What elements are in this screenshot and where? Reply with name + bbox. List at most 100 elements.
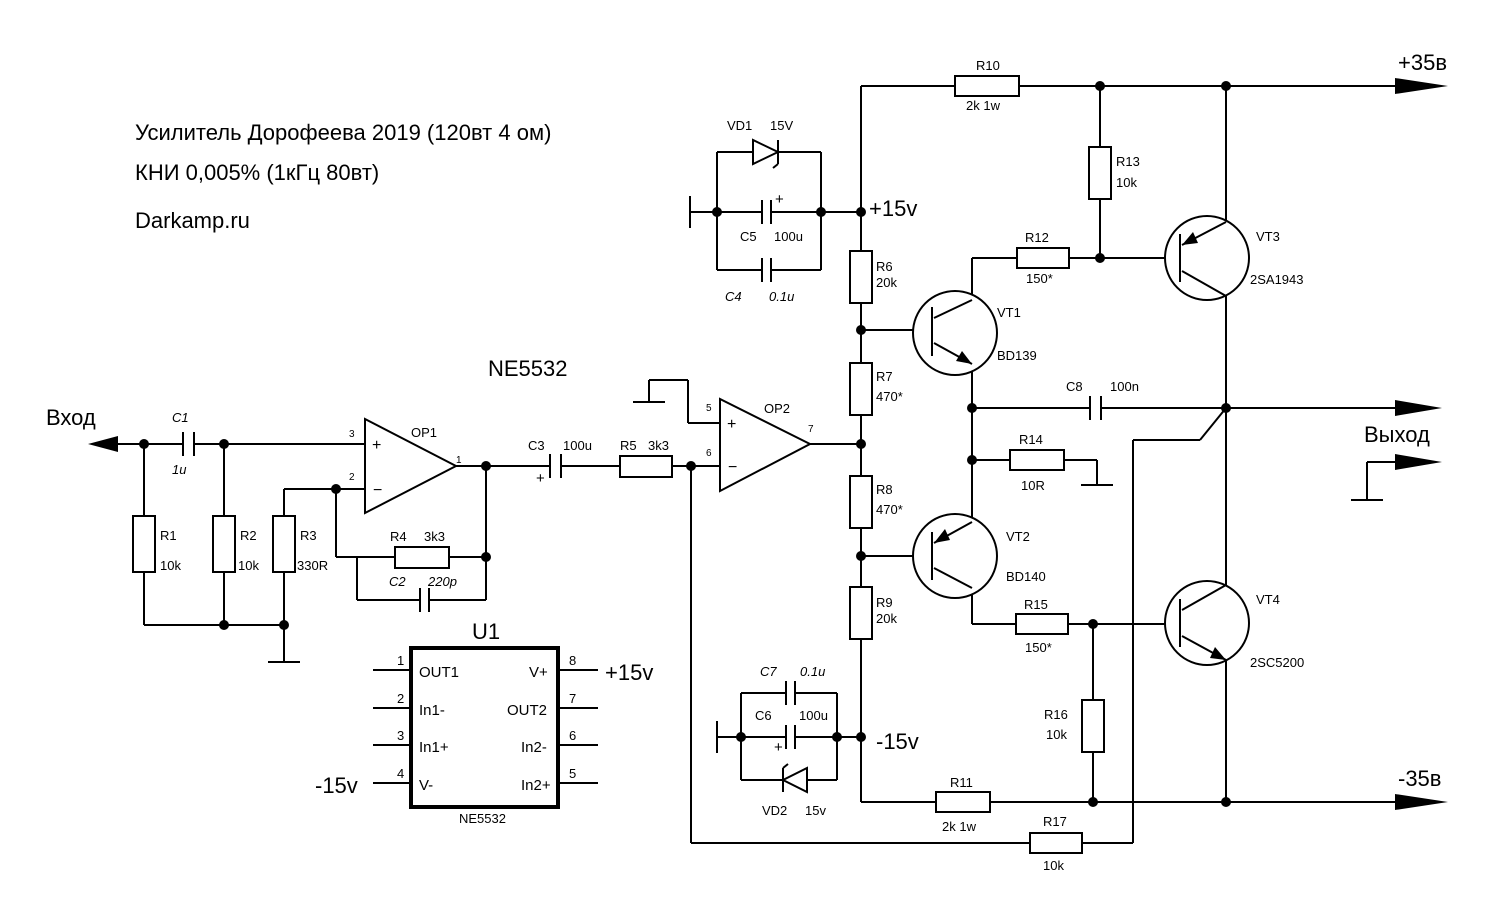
u1-pin-name-8: V+ [529,664,548,681]
u1-pin-num-8: 8 [569,653,576,668]
c1-value: 1u [172,462,186,477]
header: Усилитель Дорофеева 2019 (120вт 4 ом) КН… [135,120,568,381]
u1-pin-name-6: In2- [521,739,547,756]
u1-pin-num-3: 3 [397,728,404,743]
opamp-op2: + − [719,397,813,493]
r3-ref: R3 [300,528,317,543]
vneg15-label: -15v [876,729,919,754]
vd1-ref: VD1 [727,118,752,133]
c5-value: 100u [774,229,803,244]
vpos35-arrow-icon [1395,78,1448,94]
r10-ref: R10 [976,58,1000,73]
r7-ref: R7 [876,369,893,384]
junction-dots [139,81,1231,807]
resistor-r1 [132,515,156,573]
schematic-title: Усилитель Дорофеева 2019 (120вт 4 ом) [135,120,551,145]
vd2-ref: VD2 [762,803,787,818]
op1-pin-minus: 2 [349,472,355,483]
grounds [268,196,1383,753]
vd2-value: 15v [805,803,826,818]
resistor-r5 [619,455,673,478]
vt2-ref: VT2 [1006,529,1030,544]
resistors [132,75,1112,854]
u1-supply-neg: -15v [315,773,358,798]
vt3-value: 2SA1943 [1250,272,1304,287]
c8-ref: C8 [1066,379,1083,394]
r2-ref: R2 [240,528,257,543]
resistor-r15 [1015,613,1069,635]
r5-ref: R5 [620,438,637,453]
vt2-value: BD140 [1006,569,1046,584]
port-labels: Вход Выход +35в -35в +15v -15v [46,50,1447,791]
vt3-ref: VT3 [1256,229,1280,244]
r9-value: 20k [876,611,897,626]
resistor-r8 [849,475,873,529]
vneg35-label: -35в [1398,766,1441,791]
op2-pin-minus: 6 [706,448,712,459]
resistor-r6 [849,250,873,304]
r15-ref: R15 [1024,597,1048,612]
website-label: Darkamp.ru [135,208,250,233]
r2-value: 10k [238,558,259,573]
c7-ref: C7 [760,664,777,679]
output-arrow-icon [1395,400,1442,416]
resistor-r10 [954,75,1020,97]
c2-ref: C2 [389,574,406,589]
resistor-r11 [935,791,991,813]
c3-value: 100u [563,438,592,453]
op2-plus-sign: + [727,416,736,433]
c5-polarity: + [775,191,784,208]
u1-pinout: U1 NE5532 1 OUT1 2 In1- 3 In1+ 4 V- 8 V+… [315,619,653,826]
c6-value: 100u [799,708,828,723]
resistor-r14 [1009,449,1065,471]
c3-polarity: + [536,470,545,487]
c8-value: 100n [1110,379,1139,394]
transistor-vt1 [912,290,998,376]
u1-pin-num-6: 6 [569,728,576,743]
r16-ref: R16 [1044,707,1068,722]
r8-value: 470* [876,502,903,517]
r1-value: 10k [160,558,181,573]
output-ground-arrow-icon [1395,454,1442,470]
u1-pin-name-2: In1- [419,702,445,719]
r4-ref: R4 [390,529,407,544]
r12-ref: R12 [1025,230,1049,245]
capacitor-c5 [761,200,772,224]
vt4-ref: VT4 [1256,592,1280,607]
u1-package [409,646,560,809]
resistor-r12 [1016,247,1070,269]
r1-ref: R1 [160,528,177,543]
u1-part: NE5532 [459,811,506,826]
capacitor-c4 [761,258,772,282]
r17-ref: R17 [1043,814,1067,829]
transistor-vt4 [1164,580,1250,666]
capacitor-c2 [419,588,430,612]
op1-pin-out: 1 [456,455,462,466]
arrows [88,78,1448,810]
r7-value: 470* [876,389,903,404]
u1-pin-name-5: In2+ [521,777,551,794]
u1-pin-num-1: 1 [397,653,404,668]
resistor-r2 [212,515,236,573]
u1-pin-num-4: 4 [397,766,404,781]
r6-value: 20k [876,275,897,290]
u1-pin-name-1: OUT1 [419,664,459,681]
r6-ref: R6 [876,259,893,274]
r3-value: 330R [297,558,328,573]
r4-value: 3k3 [424,529,445,544]
component-labels: C1 1u R1 10k R2 10k R3 330R R4 3k3 C2 22… [160,58,1304,873]
op2-pin-plus: 5 [706,403,712,414]
resistor-r7 [849,362,873,416]
r8-ref: R8 [876,482,893,497]
c6-polarity: + [774,739,783,756]
op1-pin-plus: 3 [349,429,355,440]
transistor-vt3 [1164,215,1250,301]
r11-ref: R11 [950,775,973,790]
capacitors [182,200,1102,749]
opamp-name-label: NE5532 [488,356,568,381]
vt4-value: 2SC5200 [1250,655,1304,670]
vd1-value: 15V [770,118,793,133]
r10-value: 2k 1w [966,98,1001,113]
transistor-vt2 [912,513,998,599]
